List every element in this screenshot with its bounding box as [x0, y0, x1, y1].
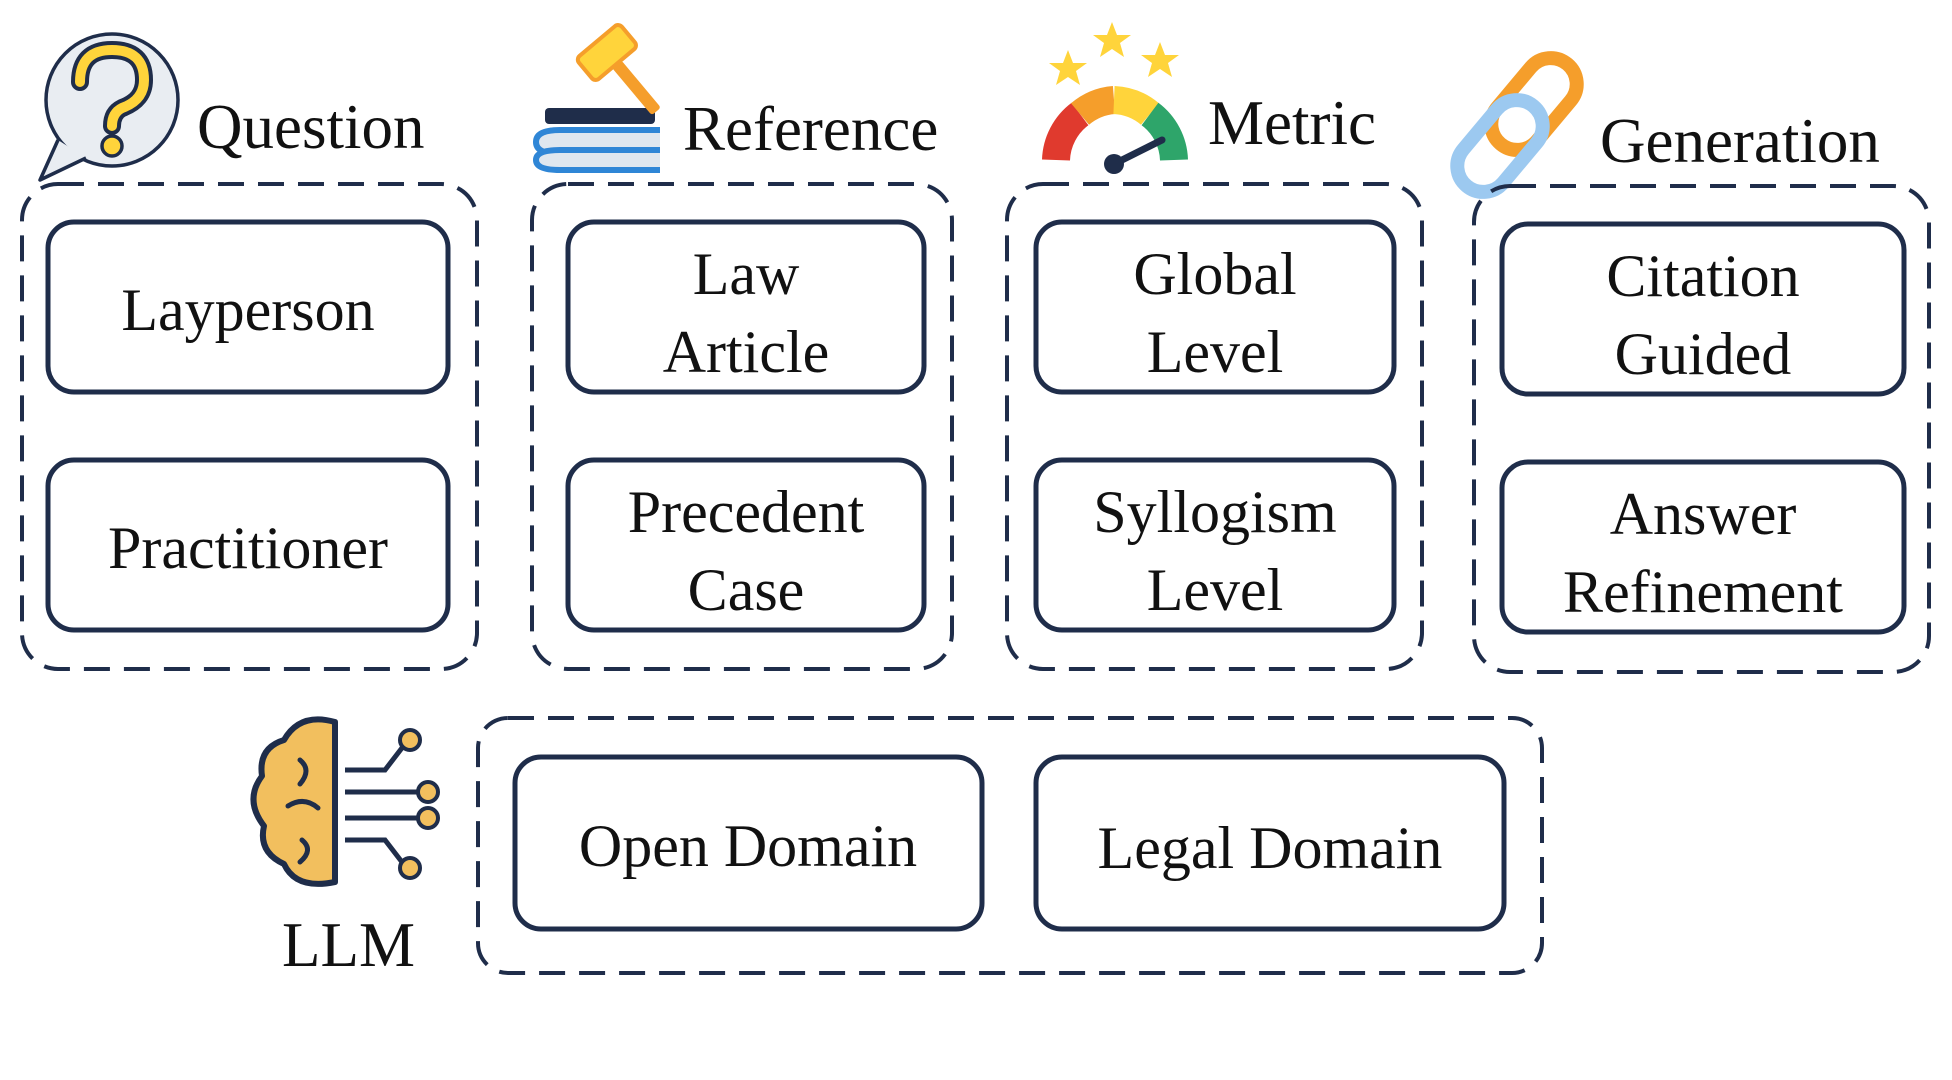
law-article-box: Law Article [565, 219, 927, 395]
question-group: Question Layperson Practitioner [20, 32, 479, 671]
practitioner-box: Practitioner [45, 457, 451, 633]
metric-label: Metric [1208, 88, 1376, 158]
brain-circuit-icon [250, 716, 440, 887]
star-icon [1049, 50, 1087, 85]
llm-dashed-frame [476, 716, 1544, 975]
global-level-box: Global Level [1033, 219, 1397, 395]
llm-label: LLM [282, 910, 415, 980]
answer-refinement-line1: Answer [1610, 481, 1797, 547]
citation-guided-line1: Citation [1606, 243, 1799, 309]
reference-label: Reference [683, 94, 938, 164]
practitioner-text: Practitioner [108, 515, 388, 581]
star-icon [1141, 42, 1179, 77]
precedent-case-line2: Case [688, 557, 805, 623]
llm-group: LLM Open Domain Legal Domain [250, 716, 1544, 980]
question-bubble-icon [38, 32, 180, 182]
open-domain-box: Open Domain [512, 754, 985, 932]
open-domain-text: Open Domain [579, 813, 917, 879]
global-level-line2: Level [1147, 319, 1284, 385]
precedent-case-box: Precedent Case [565, 457, 927, 633]
legal-domain-text: Legal Domain [1098, 815, 1443, 881]
global-level-line1: Global [1133, 241, 1296, 307]
citation-guided-box: Citation Guided [1499, 221, 1907, 397]
star-icon [1093, 22, 1131, 57]
syllogism-level-line2: Level [1147, 557, 1284, 623]
metric-dashed-frame [1005, 182, 1424, 671]
gavel-books-icon [532, 23, 660, 173]
layperson-box: Layperson [45, 219, 451, 395]
reference-dashed-frame [530, 182, 954, 671]
question-dashed-frame [20, 182, 479, 671]
generation-group: Generation Citation Guided Answer Refine… [1450, 51, 1931, 674]
precedent-case-line1: Precedent [628, 479, 865, 545]
reference-group: Reference Law Article Precedent Case [530, 23, 954, 671]
question-label: Question [197, 92, 424, 162]
syllogism-level-box: Syllogism Level [1033, 457, 1397, 633]
law-article-line1: Law [693, 241, 800, 307]
legal-domain-box: Legal Domain [1033, 754, 1507, 932]
law-article-line2: Article [663, 319, 830, 385]
syllogism-level-line1: Syllogism [1093, 479, 1336, 545]
generation-label: Generation [1600, 106, 1880, 176]
answer-refinement-box: Answer Refinement [1499, 459, 1907, 635]
generation-dashed-frame [1472, 184, 1931, 674]
answer-refinement-line2: Refinement [1563, 559, 1843, 625]
metric-group: Metric Global Level Syllogism Level [1005, 22, 1424, 671]
layperson-text: Layperson [121, 277, 374, 343]
chain-link-icon [1450, 51, 1584, 199]
gauge-stars-icon [1042, 22, 1188, 174]
citation-guided-line2: Guided [1615, 321, 1792, 387]
